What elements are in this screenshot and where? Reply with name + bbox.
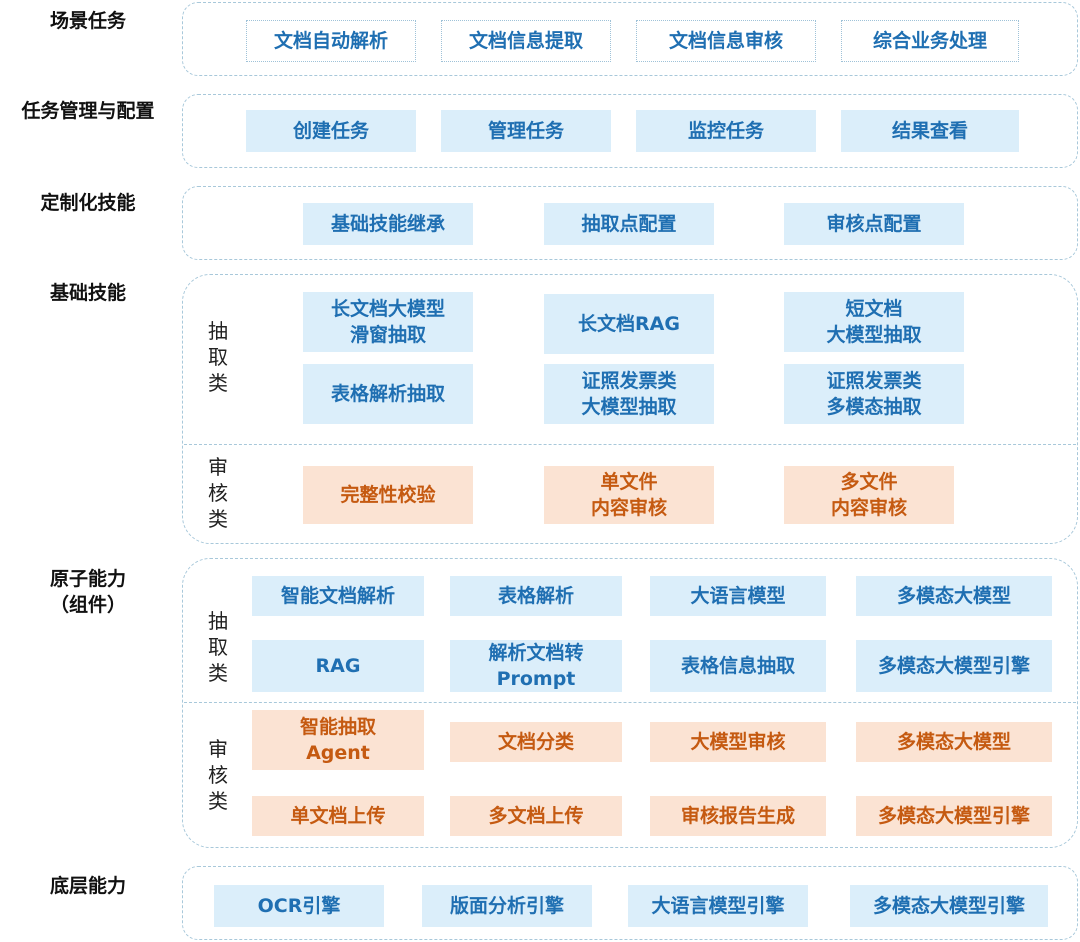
atomic-audit-item[interactable]: 多文档上传 [450,796,622,836]
atomic-audit-item[interactable]: 智能抽取 Agent [252,710,424,770]
bottom-item[interactable]: 版面分析引擎 [422,885,592,927]
atomic-audit-item[interactable]: 多模态大模型 [856,722,1052,762]
scenario-item[interactable]: 文档信息审核 [636,20,816,62]
basic-audit-item[interactable]: 单文件 内容审核 [544,466,714,524]
atomic-extract-item[interactable]: 表格解析 [450,576,622,616]
panel-atomic [182,558,1078,848]
bottom-item[interactable]: 大语言模型引擎 [628,885,808,927]
basic-extract-item[interactable]: 证照发票类 多模态抽取 [784,364,964,424]
basic-audit-item[interactable]: 多文件 内容审核 [784,466,954,524]
basic-audit-side-label: 审 核 类 [208,455,228,531]
custom-item[interactable]: 抽取点配置 [544,203,714,245]
scenario-item[interactable]: 文档信息提取 [441,20,611,62]
management-item[interactable]: 创建任务 [246,110,416,152]
layer-label-basic: 基础技能 [49,282,126,304]
management-item[interactable]: 监控任务 [636,110,816,152]
atomic-audit-item[interactable]: 单文档上传 [252,796,424,836]
basic-audit-item[interactable]: 完整性校验 [303,466,473,524]
panel-basic [182,274,1078,544]
atomic-extract-item[interactable]: RAG [252,640,424,692]
basic-extract-item[interactable]: 证照发票类 大模型抽取 [544,364,714,424]
scenario-item[interactable]: 综合业务处理 [841,20,1019,62]
atomic-extract-item[interactable]: 表格信息抽取 [650,640,826,692]
atomic-extract-item[interactable]: 大语言模型 [650,576,826,616]
atomic-audit-item[interactable]: 多模态大模型引擎 [856,796,1052,836]
basic-extract-item[interactable]: 短文档 大模型抽取 [784,292,964,352]
atomic-extract-item[interactable]: 多模态大模型引擎 [856,640,1052,692]
panel-bottom [182,866,1078,940]
bottom-item[interactable]: OCR引擎 [214,885,384,927]
atomic-audit-item[interactable]: 大模型审核 [650,722,826,762]
basic-divider [184,444,1076,445]
layer-label-bottom: 底层能力 [49,875,126,897]
panel-management [182,94,1078,168]
management-item[interactable]: 管理任务 [441,110,611,152]
atomic-audit-item[interactable]: 审核报告生成 [650,796,826,836]
panel-scenario [182,2,1078,76]
custom-item[interactable]: 审核点配置 [784,203,964,245]
atomic-extract-side-label: 抽 取 类 [208,609,228,685]
bottom-item[interactable]: 多模态大模型引擎 [850,885,1048,927]
panel-custom [182,186,1078,260]
atomic-extract-item[interactable]: 智能文档解析 [252,576,424,616]
atomic-audit-side-label: 审 核 类 [208,737,228,813]
atomic-audit-item[interactable]: 文档分类 [450,722,622,762]
atomic-divider [184,702,1076,703]
atomic-extract-item[interactable]: 解析文档转 Prompt [450,640,622,692]
basic-extract-item[interactable]: 长文档大模型 滑窗抽取 [303,292,473,352]
basic-extract-side-label: 抽 取 类 [208,319,228,395]
scenario-item[interactable]: 文档自动解析 [246,20,416,62]
atomic-extract-item[interactable]: 多模态大模型 [856,576,1052,616]
layer-label-management: 任务管理与配置 [21,100,155,122]
layer-label-atomic: 原子能力 （组件） [49,568,126,616]
layer-label-custom: 定制化技能 [40,192,136,214]
basic-extract-item[interactable]: 长文档RAG [544,294,714,354]
layer-label-scenario: 场景任务 [49,10,126,32]
basic-extract-item[interactable]: 表格解析抽取 [303,364,473,424]
management-item[interactable]: 结果查看 [841,110,1019,152]
custom-item[interactable]: 基础技能继承 [303,203,473,245]
